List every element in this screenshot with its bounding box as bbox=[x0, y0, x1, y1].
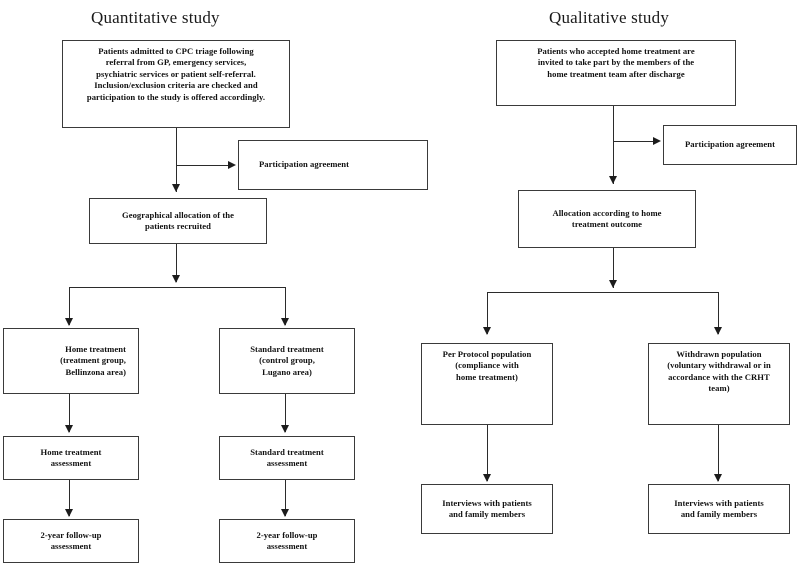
arrowhead-to-participation-agreement-qualitative bbox=[653, 136, 661, 145]
node-invitation[interactable]: Patients who accepted home treatment are… bbox=[496, 40, 736, 106]
node-per-protocol-population[interactable]: Per Protocol population (compliance with… bbox=[421, 343, 553, 425]
connector-intake-to-allocation bbox=[176, 128, 177, 192]
node-participation-agreement-quantitative[interactable]: Participation agreement bbox=[238, 140, 428, 190]
connector-withdrawn-to-interviews bbox=[718, 425, 719, 481]
node-home-treatment-assessment-label: Home treatment assessment bbox=[40, 446, 102, 468]
connector-split-left-quantitative bbox=[69, 287, 70, 325]
arrowhead-home-treatment-to-assessment bbox=[64, 425, 73, 433]
connector-split-bar-qualitative bbox=[487, 292, 718, 293]
node-participation-agreement-qualitative[interactable]: Participation agreement bbox=[663, 125, 797, 165]
arrowhead-standard-assessment-to-followup bbox=[280, 509, 289, 517]
connector-split-right-quantitative bbox=[285, 287, 286, 325]
node-participation-agreement-qualitative-label: Participation agreement bbox=[684, 139, 775, 150]
node-standard-treatment-assessment[interactable]: Standard treatment assessment bbox=[219, 436, 355, 480]
connector-standard-assessment-to-followup bbox=[285, 480, 286, 516]
connector-home-treatment-to-assessment bbox=[69, 394, 70, 432]
column-title-quantitative: Quantitative study bbox=[91, 8, 220, 27]
connector-home-assessment-to-followup bbox=[69, 480, 70, 516]
node-per-protocol-population-label: Per Protocol population (compliance with… bbox=[442, 349, 532, 382]
arrowhead-withdrawn-to-interviews bbox=[713, 474, 722, 482]
arrowhead-split-left-quantitative bbox=[64, 318, 73, 326]
node-interviews-withdrawn-label: Interviews with patients and family memb… bbox=[674, 497, 764, 519]
node-participation-agreement-quantitative-label: Participation agreement bbox=[259, 159, 350, 170]
node-standard-treatment[interactable]: Standard treatment (control group, Lugan… bbox=[219, 328, 355, 394]
node-home-treatment-assessment[interactable]: Home treatment assessment bbox=[3, 436, 139, 480]
connector-to-participation-agreement bbox=[176, 165, 230, 166]
node-standard-treatment-assessment-label: Standard treatment assessment bbox=[250, 446, 324, 468]
node-home-treatment-label: Home treatment (treatment group, Bellinz… bbox=[60, 343, 126, 377]
column-title-qualitative: Qualitative study bbox=[549, 8, 670, 27]
node-invitation-label: Patients who accepted home treatment are… bbox=[537, 46, 695, 79]
node-interviews-per-protocol[interactable]: Interviews with patients and family memb… bbox=[421, 484, 553, 534]
connector-to-participation-agreement-qualitative bbox=[613, 141, 655, 142]
node-allocation-label: Allocation according to home treatment o… bbox=[552, 207, 662, 229]
arrowhead-to-participation-agreement bbox=[228, 160, 236, 169]
connector-allocation-to-split bbox=[176, 244, 177, 282]
arrowhead-split-left-qualitative bbox=[482, 327, 491, 335]
node-home-followup[interactable]: 2-year follow-up assessment bbox=[3, 519, 139, 563]
node-allocation[interactable]: Allocation according to home treatment o… bbox=[518, 190, 696, 248]
node-interviews-per-protocol-label: Interviews with patients and family memb… bbox=[442, 497, 532, 519]
connector-split-left-qualitative bbox=[487, 292, 488, 334]
node-withdrawn-population-label: Withdrawn population (voluntary withdraw… bbox=[667, 349, 771, 394]
node-standard-treatment-label: Standard treatment (control group, Lugan… bbox=[250, 343, 324, 377]
arrowhead-invitation-to-allocation bbox=[608, 176, 617, 184]
arrowhead-split-right-qualitative bbox=[713, 327, 722, 335]
node-geographical-allocation[interactable]: Geographical allocation of the patients … bbox=[89, 198, 267, 244]
arrowhead-split-right-quantitative bbox=[280, 318, 289, 326]
connector-split-right-qualitative bbox=[718, 292, 719, 334]
node-interviews-withdrawn[interactable]: Interviews with patients and family memb… bbox=[648, 484, 790, 534]
arrowhead-allocation-to-split-qualitative bbox=[608, 280, 617, 288]
arrowhead-standard-treatment-to-assessment bbox=[280, 425, 289, 433]
arrowhead-home-assessment-to-followup bbox=[64, 509, 73, 517]
node-home-followup-label: 2-year follow-up assessment bbox=[40, 529, 102, 551]
node-geographical-allocation-label: Geographical allocation of the patients … bbox=[121, 209, 234, 231]
node-withdrawn-population[interactable]: Withdrawn population (voluntary withdraw… bbox=[648, 343, 790, 425]
node-intake[interactable]: Patients admitted to CPC triage followin… bbox=[62, 40, 290, 128]
connector-allocation-to-split-qualitative bbox=[613, 248, 614, 288]
arrowhead-intake-to-allocation bbox=[171, 184, 180, 192]
node-home-treatment[interactable]: Home treatment (treatment group, Bellinz… bbox=[3, 328, 139, 394]
node-standard-followup[interactable]: 2-year follow-up assessment bbox=[219, 519, 355, 563]
connector-standard-treatment-to-assessment bbox=[285, 394, 286, 432]
arrowhead-allocation-to-split bbox=[171, 275, 180, 283]
arrowhead-per-protocol-to-interviews bbox=[482, 474, 491, 482]
node-intake-label: Patients admitted to CPC triage followin… bbox=[86, 46, 266, 102]
node-standard-followup-label: 2-year follow-up assessment bbox=[256, 529, 318, 551]
connector-invitation-to-allocation bbox=[613, 106, 614, 184]
connector-per-protocol-to-interviews bbox=[487, 425, 488, 481]
connector-split-bar-quantitative bbox=[69, 287, 285, 288]
